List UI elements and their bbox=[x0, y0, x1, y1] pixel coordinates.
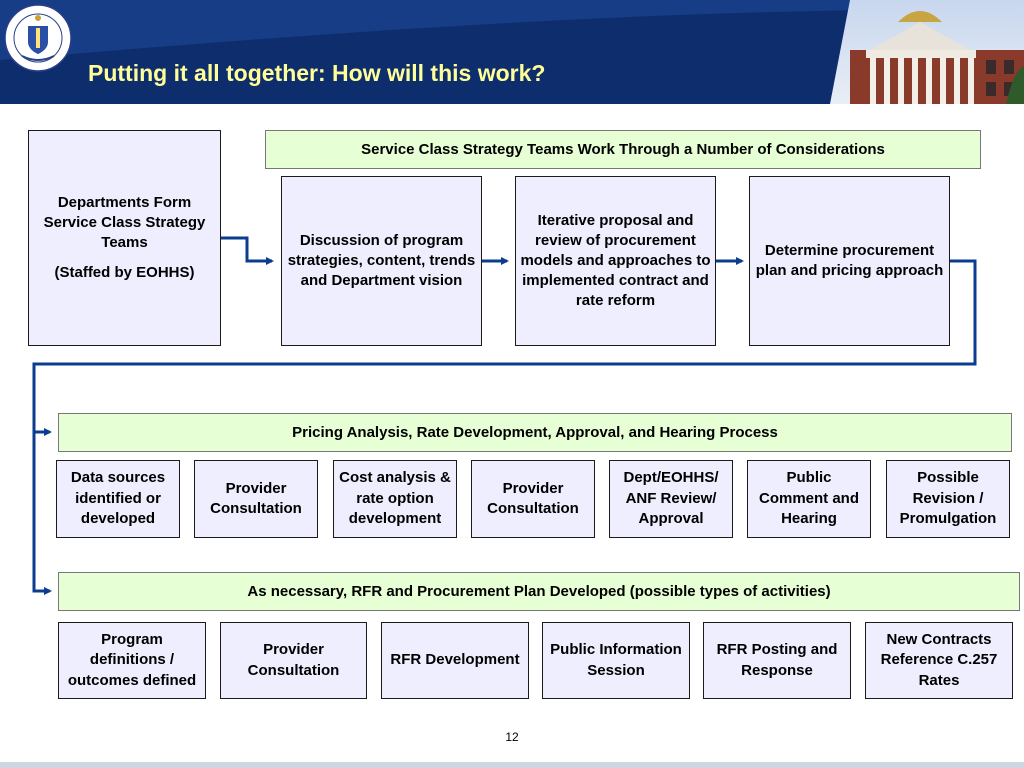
data-sources-box: Data sources identified or developed bbox=[56, 460, 180, 538]
review-approval-text: Dept/EOHHS/ ANF Review/ Approval bbox=[623, 469, 719, 528]
discussion-text: Discussion of program strategies, conten… bbox=[287, 232, 476, 289]
public-comment-box: Public Comment and Hearing bbox=[747, 460, 871, 538]
cost-analysis-box: Cost analysis & rate option development bbox=[333, 460, 457, 538]
connector-left-to-discussion bbox=[221, 236, 274, 265]
page-title: Putting it all together: How will this w… bbox=[88, 60, 546, 86]
iterative-proposal-box: Iterative proposal and review of procure… bbox=[515, 176, 716, 346]
revision-promulgation-box: Possible Revision / Promulgation bbox=[886, 460, 1010, 538]
state-house-image bbox=[830, 0, 1024, 104]
massachusetts-seal-icon bbox=[4, 4, 72, 72]
provider-consultation-box-2: Provider Consultation bbox=[471, 460, 595, 538]
public-comment-text: Public Comment and Hearing bbox=[758, 469, 859, 528]
provider-consultation-box-1: Provider Consultation bbox=[194, 460, 318, 538]
review-approval-box: Dept/EOHHS/ ANF Review/ Approval bbox=[609, 460, 733, 538]
pricing-analysis-band-label: Pricing Analysis, Rate Development, Appr… bbox=[292, 424, 778, 441]
rfr-development-text: RFR Development bbox=[390, 651, 520, 669]
rfr-development-box: RFR Development bbox=[381, 622, 529, 699]
considerations-band: Service Class Strategy Teams Work Throug… bbox=[265, 130, 981, 169]
provider-consultation-box-3: Provider Consultation bbox=[220, 622, 367, 699]
program-definitions-box: Program definitions / outcomes defined bbox=[58, 622, 206, 699]
iterative-proposal-text: Iterative proposal and review of procure… bbox=[520, 212, 711, 309]
public-information-session-text: Public Information Session bbox=[550, 641, 682, 679]
discussion-box: Discussion of program strategies, conten… bbox=[281, 176, 482, 346]
page-number: 12 bbox=[505, 730, 519, 744]
provider-consultation-text-2: Provider Consultation bbox=[487, 479, 579, 518]
departments-form-teams-text: Departments Form Service Class Strategy … bbox=[43, 194, 206, 251]
bottom-divider bbox=[0, 762, 1024, 768]
revision-promulgation-text: Possible Revision / Promulgation bbox=[899, 469, 997, 528]
staffed-by-eohhs-text: (Staffed by EOHHS) bbox=[54, 264, 195, 281]
rfr-procurement-band-label: As necessary, RFR and Procurement Plan D… bbox=[247, 583, 831, 600]
provider-consultation-text-1: Provider Consultation bbox=[210, 479, 302, 518]
provider-consultation-text-3: Provider Consultation bbox=[247, 641, 340, 679]
determine-plan-box: Determine procurement plan and pricing a… bbox=[749, 176, 950, 346]
public-information-session-box: Public Information Session bbox=[542, 622, 690, 699]
cost-analysis-text: Cost analysis & rate option development bbox=[339, 469, 451, 528]
considerations-band-label: Service Class Strategy Teams Work Throug… bbox=[361, 141, 885, 158]
header-bar: Putting it all together: How will this w… bbox=[0, 0, 1024, 104]
rfr-posting-text: RFR Posting and Response bbox=[716, 641, 838, 679]
data-sources-text: Data sources identified or developed bbox=[70, 469, 166, 528]
new-contracts-box: New Contracts Reference C.257 Rates bbox=[865, 622, 1013, 699]
rfr-posting-box: RFR Posting and Response bbox=[703, 622, 851, 699]
rfr-procurement-band: As necessary, RFR and Procurement Plan D… bbox=[58, 572, 1020, 611]
determine-plan-text: Determine procurement plan and pricing a… bbox=[755, 242, 944, 279]
new-contracts-text: New Contracts Reference C.257 Rates bbox=[880, 630, 998, 689]
program-definitions-text: Program definitions / outcomes defined bbox=[67, 630, 197, 689]
pricing-analysis-band: Pricing Analysis, Rate Development, Appr… bbox=[58, 413, 1012, 452]
departments-form-teams-box: Departments Form Service Class Strategy … bbox=[28, 130, 221, 346]
